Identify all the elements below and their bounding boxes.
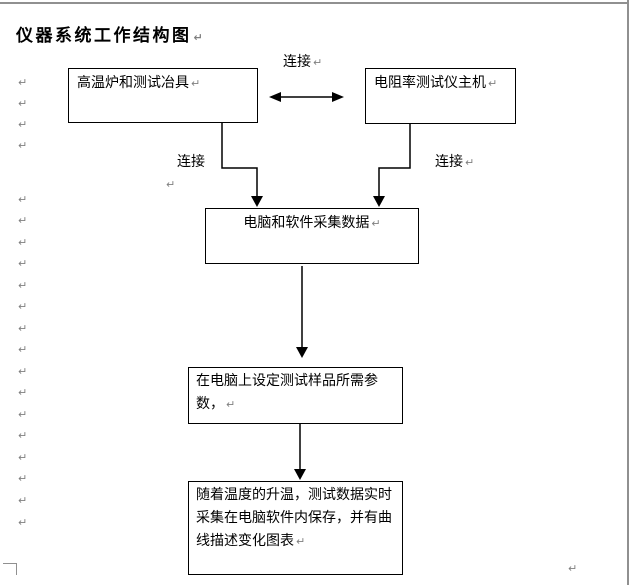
connector-left-arrowhead (251, 196, 263, 207)
label-connect-top: 连接↵ (283, 54, 323, 70)
page-title: 仪器系统工作结构图↵ (16, 21, 205, 46)
paragraph-mark-icon: ↵ (313, 56, 323, 69)
label-connect-right: 连接↵ (435, 154, 475, 170)
text-boundary-corner-mark (3, 563, 17, 575)
flow-box-record-line1: 随着温度的升温，测试数据实时 (196, 487, 392, 503)
paragraph-mark-icon: ↵ (18, 76, 28, 89)
connector-params-record-arrowhead (294, 469, 306, 480)
flow-box-computer[interactable]: 电脑和软件采集数据↵ (205, 208, 419, 264)
double-arrow-head-left (269, 92, 281, 102)
connector-right (378, 124, 411, 197)
paragraph-mark-icon: ↵ (465, 156, 475, 169)
paragraph-mark-icon: ↵ (18, 139, 28, 152)
paragraph-mark-icon: ↵ (18, 118, 28, 131)
paragraph-mark-icon: ↵ (18, 214, 28, 227)
paragraph-mark-icon: ↵ (18, 343, 28, 356)
flow-box-furnace-text: 高温炉和测试冶具 (77, 75, 189, 91)
paragraph-mark-icon: ↵ (18, 279, 28, 292)
paragraph-mark-icon: ↵ (296, 535, 306, 548)
paragraph-mark-icon: ↵ (568, 562, 578, 575)
paragraph-mark-icon: ↵ (18, 300, 28, 313)
paragraph-mark-icon: ↵ (18, 193, 28, 206)
paragraph-mark-icon: ↵ (18, 236, 28, 249)
paragraph-mark-icon: ↵ (18, 472, 28, 485)
paragraph-mark-icon: ↵ (18, 516, 28, 529)
paragraph-mark-icon: ↵ (226, 398, 236, 411)
flow-box-tester-text: 电阻率测试仪主机 (374, 75, 486, 91)
paragraph-mark-icon: ↵ (18, 451, 28, 464)
paragraph-mark-icon: ↵ (18, 429, 28, 442)
flow-box-record[interactable]: 随着温度的升温，测试数据实时 采集在电脑软件内保存，并有曲 线描述变化图表↵ (188, 481, 403, 575)
paragraph-mark-icon: ↵ (371, 217, 381, 230)
paragraph-mark-icon: ↵ (18, 322, 28, 335)
paragraph-mark-icon: ↵ (488, 77, 498, 90)
paragraph-mark-icon: ↵ (191, 77, 201, 90)
flow-box-params-line1: 在电脑上设定测试样品所需参 (196, 373, 378, 389)
flow-box-computer-text: 电脑和软件采集数据 (243, 215, 370, 231)
paragraph-mark-icon: ↵ (193, 31, 206, 44)
page-edge-top (0, 2, 629, 4)
paragraph-mark-icon: ↵ (18, 494, 28, 507)
flow-box-record-line3: 线描述变化图表↵ (196, 533, 306, 549)
paragraph-mark-icon: ↵ (18, 408, 28, 421)
flow-box-record-line2: 采集在电脑软件内保存，并有曲 (196, 510, 392, 526)
flow-box-params[interactable]: 在电脑上设定测试样品所需参 数，↵ (188, 367, 403, 424)
paragraph-mark-icon: ↵ (18, 365, 28, 378)
connector-left (221, 123, 258, 197)
label-connect-left: 连接 (177, 154, 205, 170)
connector-right-arrowhead (373, 196, 385, 207)
flow-box-furnace[interactable]: 高温炉和测试冶具↵ (68, 68, 258, 123)
connector-computer-params-arrowhead (296, 347, 308, 358)
page-title-text: 仪器系统工作结构图 (16, 26, 192, 46)
page-edge-right (627, 0, 629, 585)
double-arrow-head-right (332, 92, 344, 102)
paragraph-mark-icon: ↵ (166, 178, 176, 191)
flow-box-tester[interactable]: 电阻率测试仪主机↵ (365, 68, 516, 124)
paragraph-mark-icon: ↵ (18, 386, 28, 399)
paragraph-mark-icon: ↵ (18, 97, 28, 110)
flow-box-params-line2: 数，↵ (196, 396, 236, 412)
paragraph-mark-icon: ↵ (18, 257, 28, 270)
